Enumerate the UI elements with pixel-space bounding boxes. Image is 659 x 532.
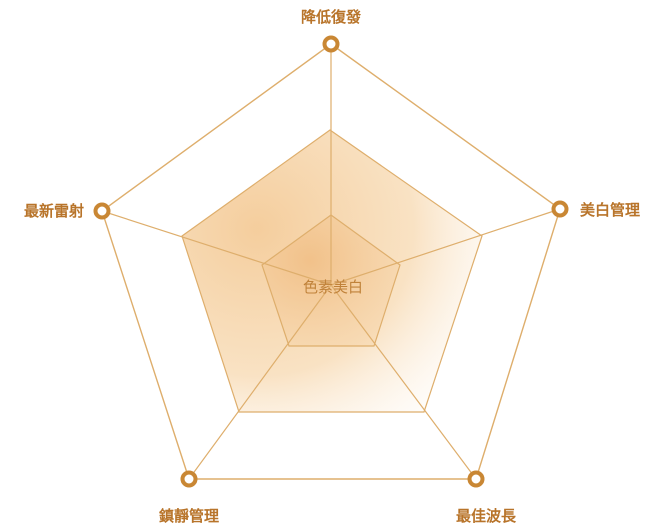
vertex-markers <box>93 35 569 488</box>
vertex-marker-bottom-left <box>180 470 198 488</box>
center-label: 色素美白 <box>303 278 363 296</box>
vertex-marker-bottom-right <box>467 470 485 488</box>
vertex-label-bottom-left: 鎮靜管理 <box>159 507 219 525</box>
spoke-bottom-right <box>330 284 477 480</box>
vertex-label-left: 最新雷射 <box>24 202 84 220</box>
vertex-label-right: 美白管理 <box>580 201 640 219</box>
spoke-right <box>330 208 561 286</box>
vertex-label-top: 降低復發 <box>301 8 362 26</box>
outer-ring <box>101 43 561 480</box>
spoke-bottom-left <box>188 284 332 480</box>
spoke-left <box>101 210 332 286</box>
vertex-marker-right <box>551 200 569 218</box>
spokes <box>101 44 561 480</box>
vertex-marker-left <box>93 202 111 220</box>
vertex-label-bottom-right: 最佳波長 <box>456 507 517 525</box>
vertex-marker-top <box>322 35 340 53</box>
